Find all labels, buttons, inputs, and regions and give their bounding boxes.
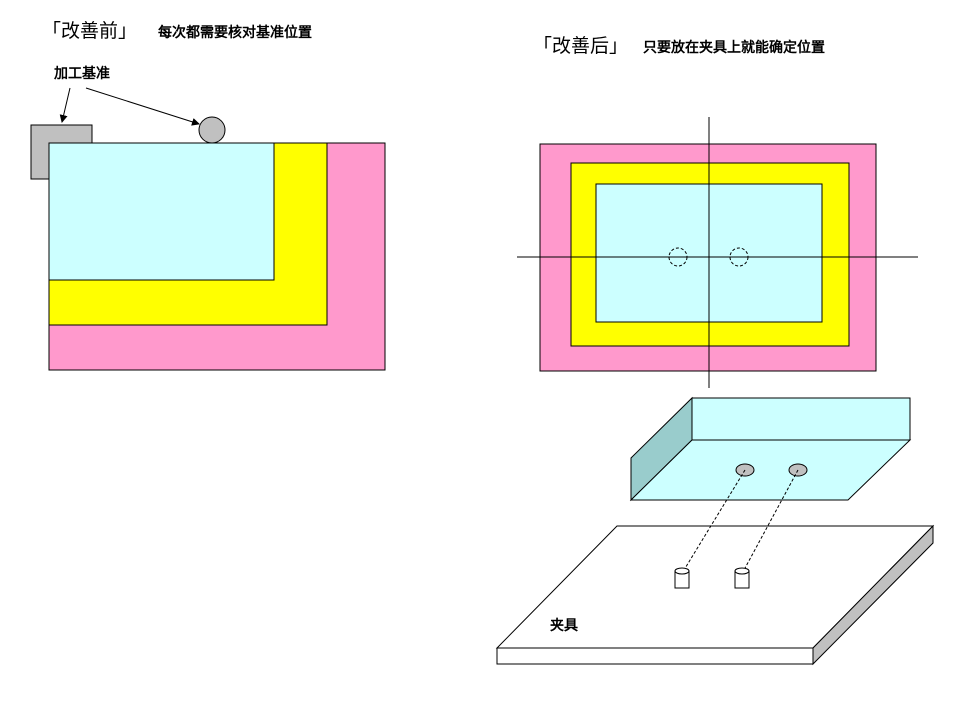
after-description: 只要放在夹具上就能确定位置 — [643, 39, 825, 56]
before-description: 每次都需要核对基准位置 — [158, 24, 312, 41]
pin-icon — [674, 567, 690, 589]
before-section: 「改善前」 每次都需要核对基准位置 加工基准 — [30, 20, 386, 371]
reference-label: 加工基准 — [53, 65, 110, 82]
arrow-to-pin — [85, 87, 200, 126]
alignment-line — [683, 469, 746, 571]
after-section: 「改善后」 只要放在夹具上就能确定位置 — [495, 35, 935, 666]
arrow-to-block — [59, 87, 71, 123]
after-title: 「改善后」 — [533, 35, 628, 57]
locating-hole-left — [668, 247, 688, 267]
reference-pin — [198, 116, 226, 144]
fixture-side — [812, 524, 934, 666]
alignment-line — [743, 469, 799, 571]
pin-icon — [734, 567, 750, 589]
before-title: 「改善前」 — [42, 20, 137, 42]
workpiece-top — [629, 439, 912, 501]
cyan-layer — [48, 142, 275, 281]
fixture-front — [496, 647, 814, 665]
locating-hole-right — [729, 247, 749, 267]
fixture-label: 夹具 — [550, 617, 578, 634]
workpiece-3d — [629, 396, 912, 502]
fixture-3d: 夹具 — [495, 469, 935, 666]
